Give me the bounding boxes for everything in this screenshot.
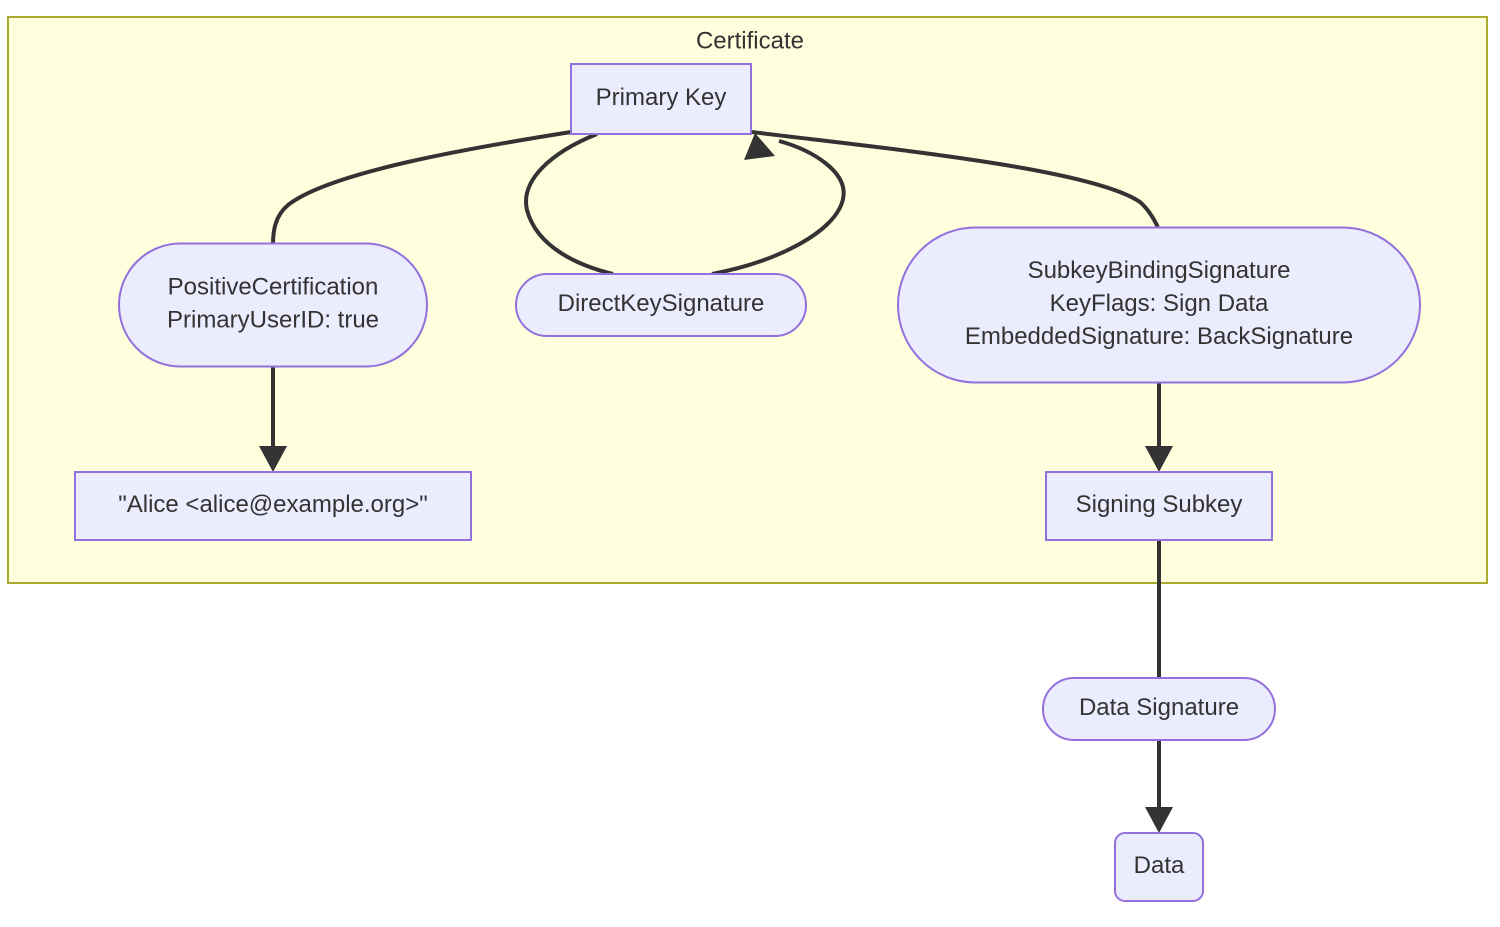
node-shape-stadium[interactable] <box>1042 677 1276 741</box>
node-shape-rect[interactable] <box>74 471 472 541</box>
node-label-line: DirectKeySignature <box>558 290 765 317</box>
arrow-head-icon <box>1145 807 1173 833</box>
node-shape-stadium[interactable] <box>897 226 1421 384</box>
node-label-line: EmbeddedSignature: BackSignature <box>965 323 1353 350</box>
node-label: Data <box>1134 852 1185 879</box>
node-label-line: SubkeyBindingSignature <box>1028 257 1291 284</box>
node-data[interactable]: Data <box>1114 832 1204 902</box>
edge-line <box>271 130 572 245</box>
node-primary-key[interactable]: Primary Key <box>570 63 752 135</box>
node-label: Data Signature <box>1079 694 1239 721</box>
arrow-head-icon <box>744 133 775 160</box>
edge-primary-to-subkey-binding-signature <box>751 130 1161 231</box>
node-direct-key-signature[interactable]: DirectKeySignature <box>515 273 807 337</box>
edge-data-signature-to-data <box>1145 740 1173 833</box>
node-label: Signing Subkey <box>1076 491 1243 518</box>
edge-primary-to-direct-key-signature <box>524 132 614 276</box>
edge-line <box>711 139 846 276</box>
edge-primary-to-positive-certification <box>271 130 572 245</box>
node-label-line: PrimaryUserID: true <box>167 307 379 334</box>
edge-direct-key-signature-to-primary <box>711 133 846 276</box>
arrow-head-icon <box>259 446 287 472</box>
node-data-signature[interactable]: Data Signature <box>1042 677 1276 741</box>
node-label-line: KeyFlags: Sign Data <box>1050 290 1269 317</box>
node-alice-userid[interactable]: "Alice <alice@example.org>" <box>74 471 472 541</box>
edge-line <box>524 132 614 276</box>
edge-layer <box>259 130 1173 833</box>
node-label-line: Data <box>1134 852 1185 879</box>
edge-positive-certification-to-alice <box>259 367 287 472</box>
node-shape-rect[interactable] <box>1045 471 1273 541</box>
node-shape-rounded[interactable] <box>1114 832 1204 902</box>
node-label-line: "Alice <alice@example.org>" <box>118 491 428 518</box>
arrow-head-icon <box>1145 446 1173 472</box>
subgraph-title: Certificate <box>696 27 804 54</box>
node-label-line: Primary Key <box>596 84 727 111</box>
node-shape-stadium[interactable] <box>118 242 428 368</box>
node-label: "Alice <alice@example.org>" <box>118 491 428 518</box>
node-label: Primary Key <box>596 84 727 111</box>
node-label: DirectKeySignature <box>558 290 765 317</box>
node-shape-rect[interactable] <box>570 63 752 135</box>
edge-line <box>751 130 1161 231</box>
node-shape-stadium[interactable] <box>515 273 807 337</box>
node-label-line: Signing Subkey <box>1076 491 1243 518</box>
node-signing-subkey[interactable]: Signing Subkey <box>1045 471 1273 541</box>
node-label-line: Data Signature <box>1079 694 1239 721</box>
edge-subkey-binding-to-signing-subkey <box>1145 383 1173 472</box>
node-label-line: PositiveCertification <box>168 274 379 301</box>
